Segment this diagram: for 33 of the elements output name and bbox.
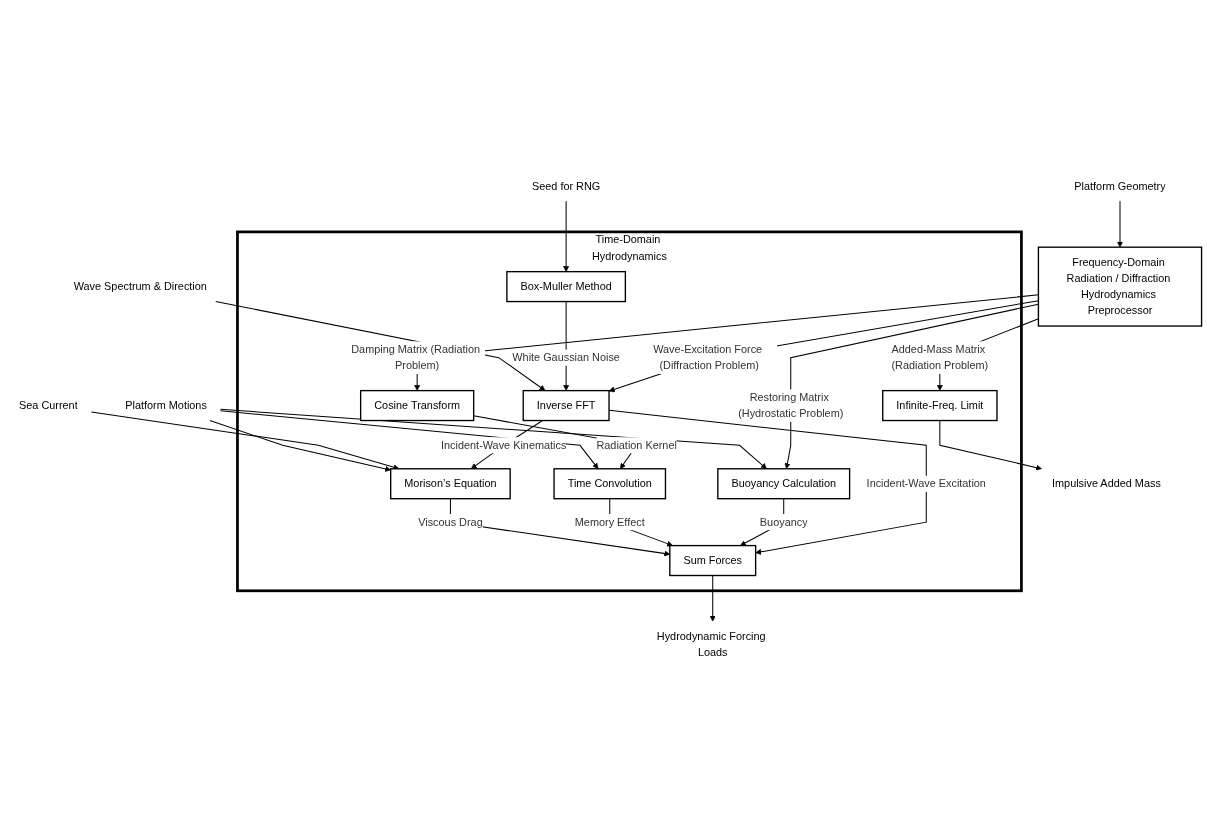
arrow: [709, 575, 716, 622]
edge-label: Memory Effect: [574, 516, 645, 528]
node-box: Sum Forces: [669, 544, 757, 577]
node-box: Inverse FFT: [522, 389, 610, 422]
edge-label: Added-Mass Matrix (Radiation Problem): [891, 343, 989, 372]
arrow: [209, 420, 391, 472]
node-text: Wave Spectrum & Direction: [73, 280, 207, 293]
node-box: Time Convolution: [553, 468, 667, 500]
node-text: Platform Motions: [125, 399, 207, 411]
node-text: Seed for RNG: [531, 180, 601, 192]
node-box: Frequency-Domain Radiation / Diffraction Hydrodynamics Preprocessor: [1037, 246, 1203, 327]
node-box: Morison’s Equation: [390, 468, 511, 500]
node-box: Box-Muller Method: [506, 270, 627, 303]
node-box: Cosine Transform: [359, 389, 475, 422]
edge-label: Restoring Matrix (Hydrostatic Problem): [738, 391, 844, 420]
node-box: Buoyancy Calculation: [717, 468, 851, 500]
edge-label: White Gaussian Noise: [512, 351, 620, 364]
edge-label: Viscous Drag: [418, 516, 483, 528]
arrow: [563, 200, 570, 272]
node-box: Infinite-Freq. Limit: [882, 389, 998, 422]
arrow: [939, 420, 1042, 471]
edge-label: Wave-Excitation Force (Diffraction Problem): [653, 343, 763, 372]
edge-label: Buoyancy: [759, 516, 808, 528]
node-text: Platform Geometry: [1074, 180, 1166, 192]
edge-label: Damping Matrix (Radiation Problem): [351, 343, 481, 372]
edge-label: Incident-Wave Excitation: [866, 477, 986, 490]
arrow: [1117, 200, 1123, 248]
node-text: Sea Current: [19, 399, 78, 411]
node-text: Hydrodynamic Forcing Loads: [656, 630, 766, 659]
arrow: [90, 411, 400, 471]
edge-label: Radiation Kernel: [596, 439, 677, 451]
edge-label: Incident-Wave Kinematics: [441, 439, 567, 451]
node-text: Impulsive Added Mass: [1052, 477, 1161, 490]
